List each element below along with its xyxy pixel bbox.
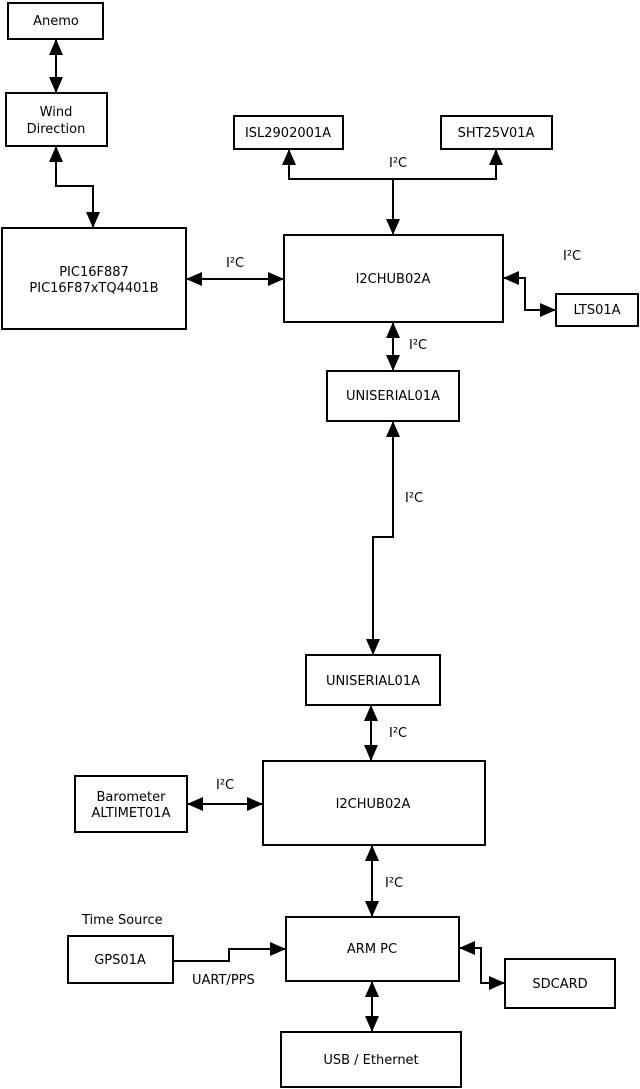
node-i2chub-top: [283, 234, 504, 323]
node-sht-label: SHT25V01A: [458, 126, 535, 141]
edge-gps-armpc: [173, 942, 286, 962]
edge-label-i2c-hub-uniserial: I²C: [409, 338, 427, 353]
node-pic: [1, 227, 187, 330]
edge-label-i2c-uniserial-hub2: I²C: [389, 726, 407, 741]
edge-label-i2c-hub-lts: I²C: [563, 249, 581, 264]
node-i2chub-bottom: [262, 760, 486, 846]
node-anemo-label: Anemo: [33, 14, 79, 29]
node-sdcard: [504, 958, 616, 1009]
node-pic-label-line2: PIC16F87xTQ4401B: [29, 281, 158, 296]
node-gps-label: GPS01A: [94, 953, 146, 968]
node-barometer-label-line2: ALTIMET01A: [92, 806, 171, 821]
node-i2chub-bottom-label: I2CHUB02A: [336, 797, 411, 812]
node-usb-ethernet-label: USB / Ethernet: [323, 1053, 418, 1068]
node-sht: [440, 115, 553, 150]
edge-label-i2c-isl-sht: I²C: [389, 156, 407, 171]
node-uniserial-bottom: [305, 654, 441, 706]
node-armpc-label: ARM PC: [347, 942, 397, 957]
node-barometer: [74, 775, 188, 833]
edge-label-i2c-barometer-hub2: I²C: [216, 778, 234, 793]
edge-label-i2c-pic-hub: I²C: [226, 256, 244, 271]
edge-label-time-source: Time Source: [81, 913, 163, 928]
node-isl-label: ISL2902001A: [245, 126, 331, 141]
node-uniserial-top: [326, 370, 460, 422]
node-lts-label: LTS01A: [573, 303, 620, 318]
node-gps: [67, 935, 174, 984]
node-sdcard-label: SDCARD: [532, 977, 587, 992]
node-usb-ethernet: [280, 1031, 462, 1088]
node-uniserial-bottom-label: UNISERIAL01A: [326, 674, 420, 689]
edge-wind-direction-pic: [49, 146, 100, 228]
node-i2chub-top-label: I2CHUB02A: [356, 272, 431, 287]
node-wind-direction: [5, 92, 108, 147]
edge-label-i2c-hub2-armpc: I²C: [385, 876, 403, 891]
node-pic-label-line1: PIC16F887: [59, 265, 129, 280]
node-wind-direction-label-line1: Wind: [40, 105, 73, 120]
edge-armpc-sdcard: [459, 941, 505, 990]
edge-label-uart-pps: UART/PPS: [192, 973, 255, 988]
node-isl: [233, 115, 344, 150]
node-barometer-label-line1: Barometer: [97, 790, 167, 805]
edge-label-i2c-uniserial-link: I²C: [405, 491, 423, 506]
node-anemo: [7, 2, 104, 40]
node-lts: [555, 293, 639, 327]
node-uniserial-top-label: UNISERIAL01A: [346, 389, 440, 404]
edge-i2chub-top-lts: [503, 271, 556, 317]
node-wind-direction-label-line2: Direction: [27, 122, 86, 137]
node-armpc: [285, 916, 460, 982]
edge-uniserial-top-uniserial-bottom: [366, 421, 400, 655]
